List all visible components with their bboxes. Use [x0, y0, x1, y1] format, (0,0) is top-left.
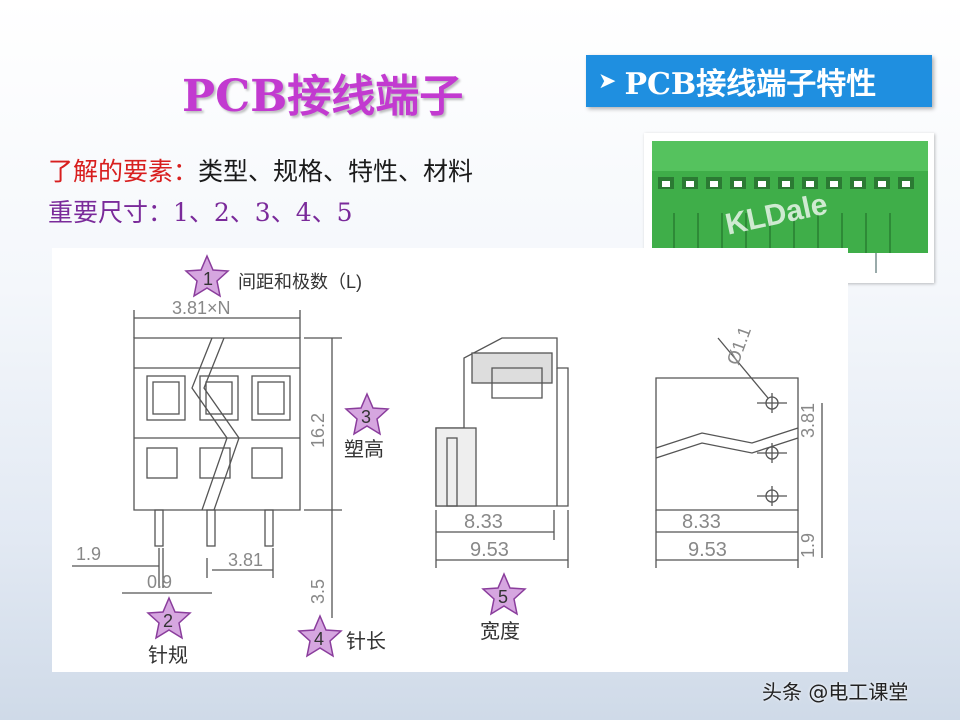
marker-5-label: 宽度 — [480, 620, 520, 643]
dim-pin-gauge: 0.9 — [147, 572, 172, 592]
front-view — [72, 310, 342, 618]
marker-3-num: 3 — [361, 407, 371, 427]
dim-side-outer-width: 9.53 — [688, 539, 727, 561]
dim-hole-pitch: 3.81 — [798, 403, 818, 438]
dim-side-inner-width: 8.33 — [682, 511, 721, 533]
dim-pin-length: 3.5 — [308, 579, 328, 604]
elements-text: 类型、规格、特性、材料 — [198, 157, 474, 186]
dim-hole-diameter: Ø1.1 — [723, 324, 755, 368]
footprint-view — [655, 337, 823, 568]
dim-pin-offset: 1.9 — [76, 544, 101, 564]
marker-1: 1 间距和极数（L) — [185, 255, 362, 297]
marker-3: 3 塑高 — [344, 393, 389, 461]
marker-4-label: 针长 — [346, 630, 386, 653]
elements-line: 了解的要素：类型、规格、特性、材料 — [48, 152, 473, 188]
dim-outer-width: 9.53 — [470, 539, 509, 561]
watermark: 头条 @电工课堂 — [762, 680, 909, 704]
section-banner: ➤ PCB接线端子特性 — [586, 55, 932, 107]
dim-pitch: 3.81×N — [172, 298, 231, 318]
side-view — [435, 337, 569, 568]
arrow-icon: ➤ — [598, 68, 617, 94]
marker-4: 4 针长 — [298, 615, 386, 657]
marker-5-num: 5 — [498, 587, 508, 607]
marker-1-num: 1 — [203, 269, 213, 289]
banner-text: PCB接线端子特性 — [624, 67, 877, 102]
marker-2-label: 针规 — [148, 644, 188, 667]
terminal-photo: KLDale — [644, 133, 934, 283]
marker-2: 2 针规 — [147, 597, 191, 667]
marker-1-label: 间距和极数（L) — [238, 272, 362, 292]
dimensions-line: 重要尺寸：1、2、3、4、5 — [48, 198, 353, 227]
dim-hole-offset: 1.9 — [798, 533, 818, 558]
page-title: PCB接线端子 — [182, 71, 464, 122]
marker-3-label: 塑高 — [344, 438, 384, 461]
marker-5: 5 宽度 — [480, 573, 526, 643]
elements-label: 了解的要素： — [48, 157, 199, 186]
marker-2-num: 2 — [163, 611, 173, 631]
dim-height: 16.2 — [308, 413, 328, 448]
dim-inner-width: 8.33 — [464, 511, 503, 533]
dim-pin-pitch: 3.81 — [228, 550, 263, 570]
technical-drawing: 3.81×N 16.2 1.9 0.9 3.81 3.5 8.33 9.53 — [52, 248, 848, 672]
marker-4-num: 4 — [314, 629, 324, 649]
